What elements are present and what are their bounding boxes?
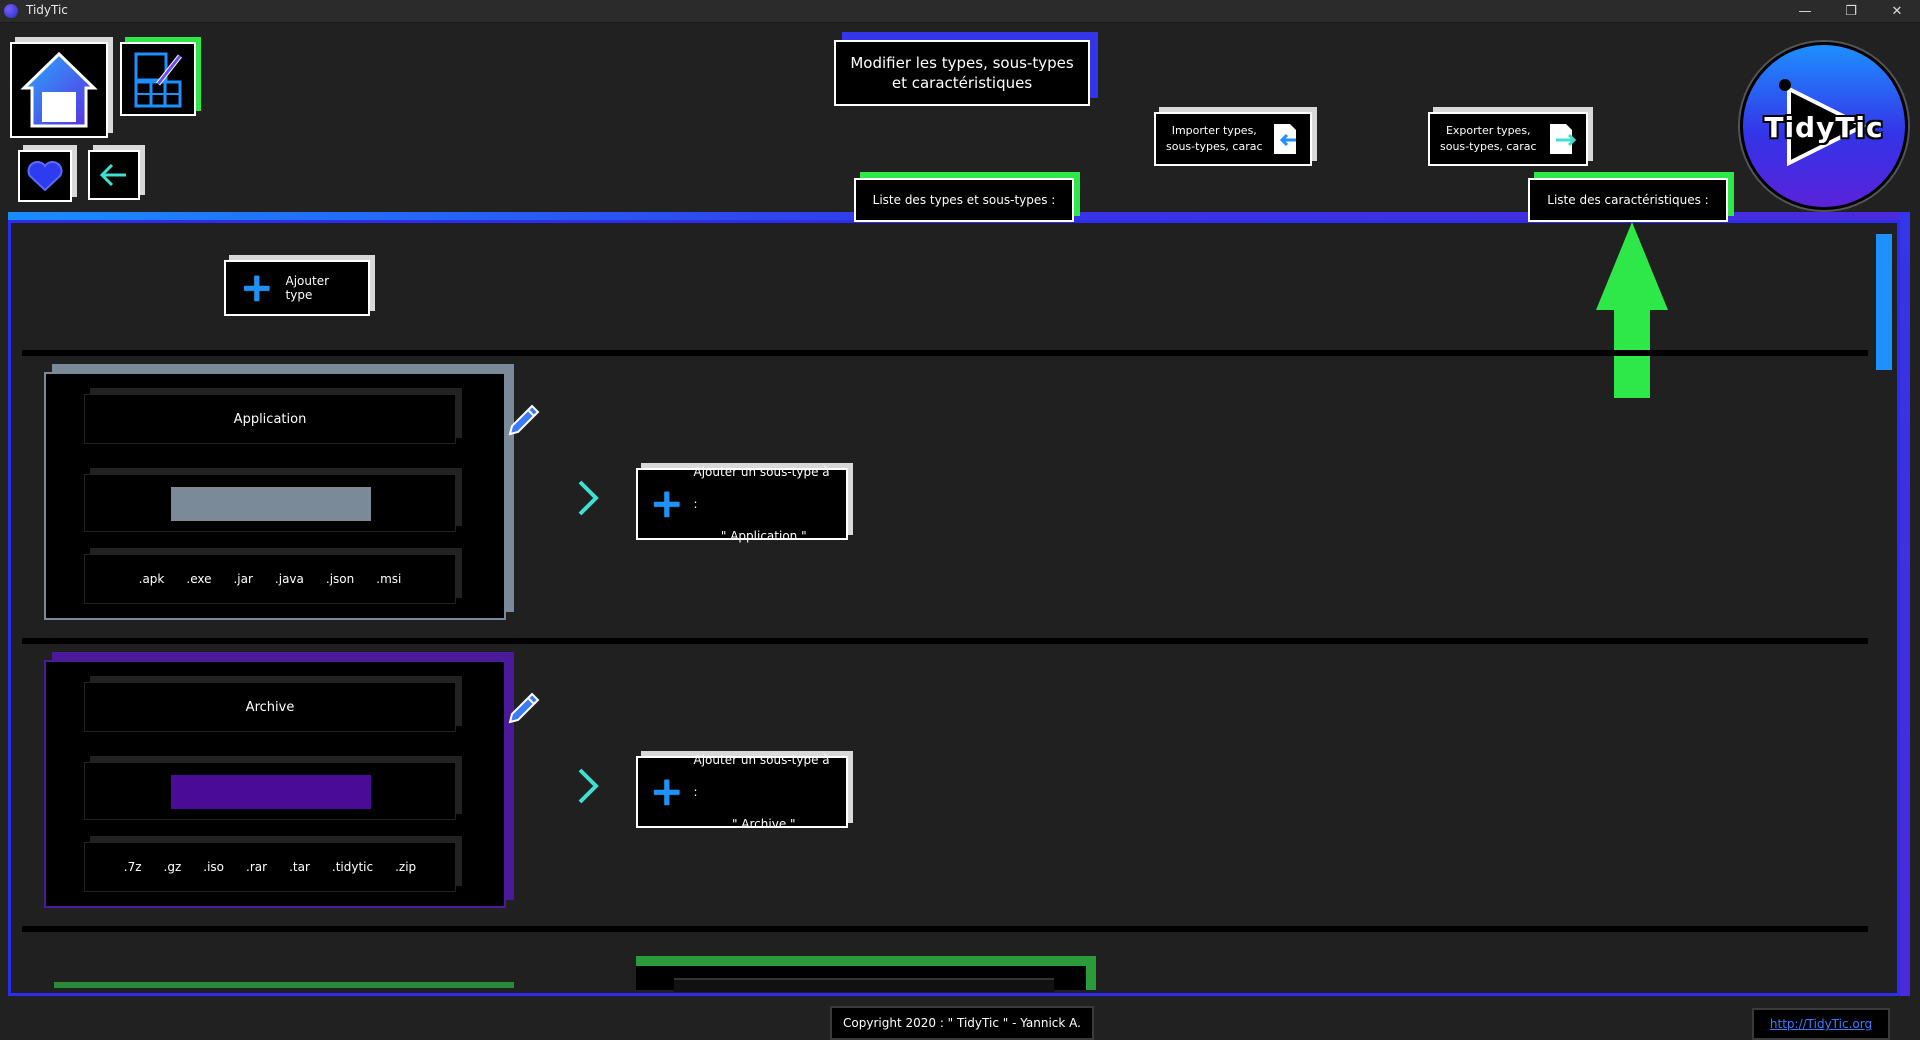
plus-icon: + [240, 265, 274, 311]
tidytic-logo: TidyTic [1740, 42, 1908, 210]
add-subtype-archive-button[interactable]: + Ajouter un sous-type à : " Archive " [636, 753, 848, 831]
add-subtype-target: " Application " [720, 529, 807, 543]
logo-arrow-icon [1779, 79, 1868, 167]
divider [22, 926, 1868, 932]
extension-item: .json [325, 572, 355, 586]
restore-button[interactable]: ❐ [1845, 3, 1857, 19]
add-subtype-label: Ajouter un sous-type à : [693, 753, 830, 799]
arrow-left-icon [99, 163, 126, 187]
page-title: Modifier les types, sous-types et caract… [834, 40, 1090, 106]
extension-item: .tar [289, 860, 310, 874]
extension-item: .exe [186, 572, 212, 586]
type-color-swatch [171, 775, 371, 809]
export-button[interactable]: Exporter types, sous-types, carac [1428, 112, 1588, 166]
extension-list: .apk .exe .jar .java .json .msi [139, 572, 402, 586]
extension-item: .zip [395, 860, 417, 874]
tab-types-subtypes[interactable]: Liste des types et sous-types : [854, 178, 1074, 222]
extension-item: .msi [376, 572, 402, 586]
window-title: TidyTic [26, 3, 68, 17]
type-color-field[interactable] [84, 474, 456, 532]
expand-subtypes-application[interactable] [574, 478, 602, 518]
divider [22, 638, 1868, 644]
file-export-icon [1550, 124, 1576, 154]
type-extensions-field[interactable]: .7z .gz .iso .rar .tar .tidytic .zip [84, 842, 456, 892]
extension-item: .apk [138, 572, 165, 586]
favorites-button[interactable] [18, 150, 72, 202]
hint-arrow-up-icon [1596, 222, 1668, 398]
extension-item: .rar [246, 860, 268, 874]
subtype-card-partial [636, 956, 1096, 992]
edit-type-application-button[interactable] [508, 404, 540, 436]
type-card-application: Application .apk .exe .jar .java .json .… [44, 372, 506, 620]
copyright-text: Copyright 2020 : " TidyTic " - Yannick A… [830, 1006, 1094, 1040]
plus-icon: + [650, 769, 684, 815]
add-type-label: Ajouter type [285, 274, 330, 302]
type-name-field[interactable]: Archive [84, 682, 456, 732]
home-button[interactable] [10, 42, 108, 138]
logo-text: TidyTic [1764, 111, 1884, 144]
chevron-right-icon [578, 768, 599, 804]
extension-item: .7z [123, 860, 142, 874]
window-titlebar: TidyTic — ❐ ✕ [0, 0, 1920, 23]
panel-scrollbar[interactable] [1876, 234, 1892, 370]
extension-item: .tidytic [331, 860, 374, 874]
add-type-button[interactable]: + Ajouter type [224, 260, 370, 316]
minimize-button[interactable]: — [1798, 3, 1812, 19]
type-color-swatch [171, 487, 371, 521]
pencil-icon [508, 404, 540, 436]
type-extensions-field[interactable]: .apk .exe .jar .java .json .msi [84, 554, 456, 604]
import-label-line1: Importer types, [1171, 124, 1257, 137]
add-subtype-application-button[interactable]: + Ajouter un sous-type à : " Application… [636, 465, 848, 543]
plus-icon: + [650, 481, 684, 527]
export-label-line2: sous-types, carac [1440, 140, 1537, 153]
tab-characteristics[interactable]: Liste des caractéristiques : [1528, 178, 1728, 222]
expand-subtypes-archive[interactable] [574, 766, 602, 806]
file-import-icon [1274, 124, 1296, 154]
edit-type-archive-button[interactable] [508, 692, 540, 724]
extension-item: .gz [163, 860, 182, 874]
import-label-line2: sous-types, carac [1166, 140, 1263, 153]
heart-icon [27, 161, 63, 192]
page-title-line2: et caractéristiques [891, 74, 1033, 92]
import-button[interactable]: Importer types, sous-types, carac [1154, 112, 1312, 166]
page-title-line1: Modifier les types, sous-types [850, 54, 1074, 72]
add-subtype-label: Ajouter un sous-type à : [693, 465, 830, 511]
divider [22, 350, 1868, 356]
back-button[interactable] [88, 150, 140, 200]
extension-item: .iso [203, 860, 225, 874]
edit-media-icon [134, 52, 182, 108]
extension-item: .jar [233, 572, 253, 586]
extension-list: .7z .gz .iso .rar .tar .tidytic .zip [124, 860, 416, 874]
chevron-right-icon [578, 480, 599, 516]
extension-item: .java [274, 572, 304, 586]
export-label-line1: Exporter types, [1445, 124, 1531, 137]
edit-types-button[interactable] [120, 42, 196, 116]
type-name-field[interactable]: Application [84, 394, 456, 444]
type-color-field[interactable] [84, 762, 456, 820]
add-subtype-target: " Archive " [731, 817, 796, 831]
pencil-icon [508, 692, 540, 724]
subtype-slot-partial [674, 978, 1054, 992]
panel-side-edge [1900, 212, 1910, 996]
app-logo-icon [4, 4, 18, 18]
type-card-archive: Archive .7z .gz .iso .rar .tar .tidytic … [44, 660, 506, 908]
website-link[interactable]: http://TidyTic.org [1752, 1008, 1890, 1040]
type-card-partial [54, 982, 514, 988]
home-icon [20, 51, 98, 128]
close-button[interactable]: ✕ [1891, 3, 1903, 19]
